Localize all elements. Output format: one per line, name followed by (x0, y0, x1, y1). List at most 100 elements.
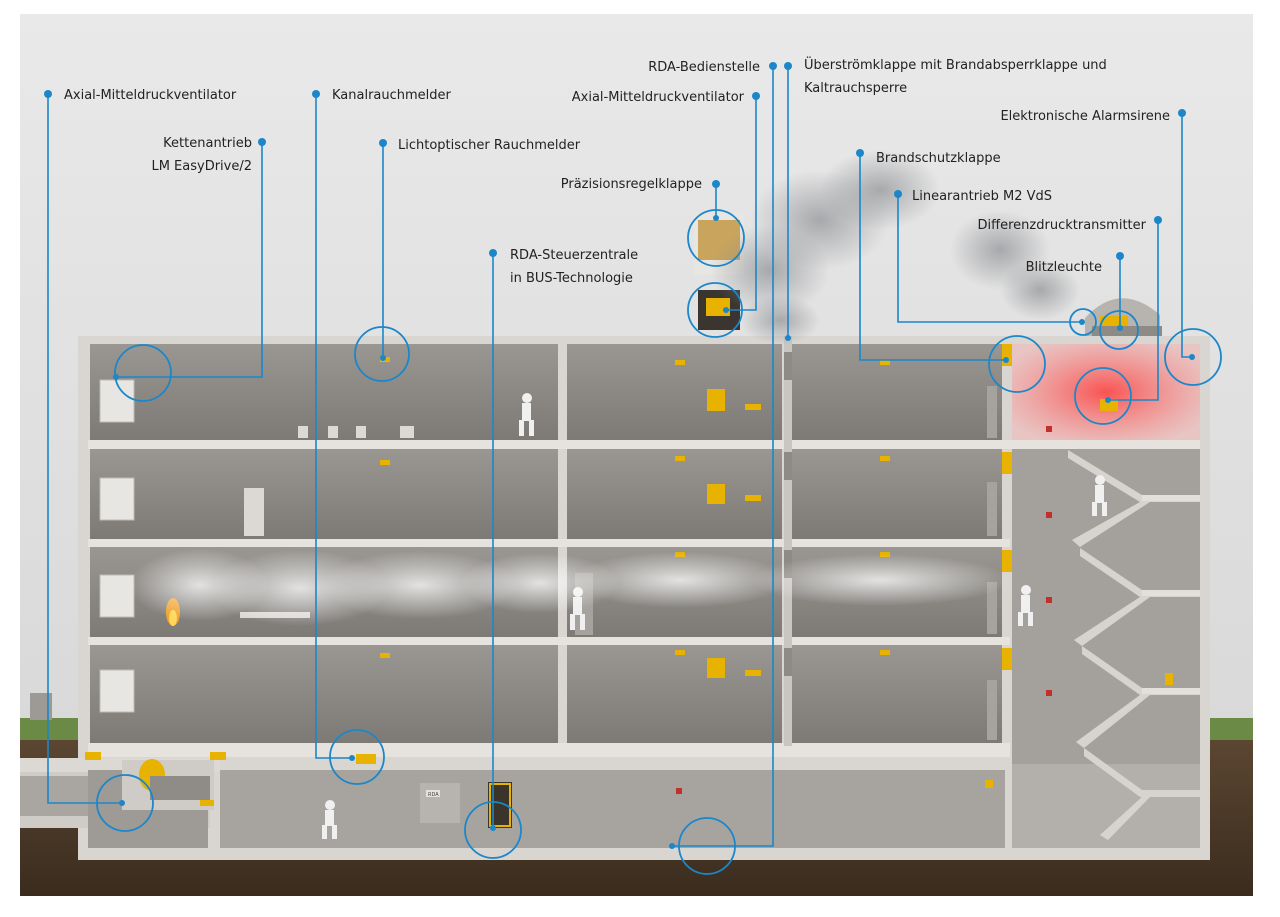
label-optical-detector: Lichtoptischer Rauchmelder (398, 134, 580, 157)
pressure-transmitter-icon[interactable] (1074, 367, 1132, 425)
rda-control-cabinet: RDA (420, 782, 512, 828)
fire-damper-icon[interactable] (988, 335, 1046, 393)
label-precision-damper-text: Präzisionsregelklappe (560, 177, 702, 192)
cabinet-label: RDA (428, 792, 439, 798)
alarm-siren-icon[interactable] (1164, 328, 1222, 386)
leader-end-duct-detector (349, 755, 355, 761)
leader-dot-siren (1178, 109, 1186, 117)
red-indicators (676, 426, 1052, 794)
label-control-unit-line2: in BUS-Technologie (510, 271, 633, 286)
label-pressure-transmitter-text: Differenzdrucktransmitter (977, 218, 1146, 233)
room-top-alarm (1012, 344, 1200, 440)
label-chain-drive-line2: LM EasyDrive/2 (151, 159, 252, 174)
leader-end-control-unit (490, 825, 496, 831)
leader-line-operator-panel (672, 66, 774, 847)
room-top-2 (567, 344, 782, 440)
callout-lines (47, 66, 1192, 847)
label-chain-drive: Kettenantrieb LM EasyDrive/2 (130, 132, 252, 178)
label-duct-detector: Kanalrauchmelder (332, 84, 451, 107)
leader-end-siren (1189, 354, 1195, 360)
label-precision-damper: Präzisionsregelklappe (530, 173, 702, 196)
leader-end-fire-damper (1003, 357, 1009, 363)
label-operator-panel-text: RDA-Bedienstelle (648, 60, 760, 75)
basement-fan (122, 759, 214, 810)
leader-dot-duct-detector (312, 90, 320, 98)
label-fan-top: Axial-Mitteldruckventilator (520, 86, 744, 109)
label-overflow-damper-line1: Überströmklappe mit Brandabsperrklappe u… (804, 58, 1107, 73)
axial-fan-icon[interactable] (96, 774, 154, 832)
duct-smoke-detector-icon[interactable] (329, 729, 385, 785)
label-fan-left-text: Axial-Mitteldruckventilator (64, 88, 237, 103)
control-cabinet-icon[interactable] (464, 801, 522, 859)
leader-line-fire-damper (859, 153, 1006, 361)
label-linear-drive-text: Linearantrieb M2 VdS (912, 189, 1053, 204)
smoke-plume (710, 150, 1080, 345)
leader-dot-fan-top (752, 92, 760, 100)
room-f1-2 (567, 645, 782, 743)
label-fan-left: Axial-Mitteldruckventilator (64, 84, 236, 107)
label-overflow-damper: Überströmklappe mit Brandabsperrklappe u… (804, 54, 1107, 100)
label-optical-detector-text: Lichtoptischer Rauchmelder (398, 138, 581, 153)
chain-drive-icon[interactable] (114, 344, 172, 402)
leader-line-siren (1181, 113, 1192, 358)
label-siren-text: Elektronische Alarmsirene (1000, 109, 1170, 124)
leader-dot-fire-damper (856, 149, 864, 157)
leader-line-chain-drive (116, 142, 263, 378)
room-f3-3 (792, 449, 1002, 539)
label-linear-drive: Linearantrieb M2 VdS (912, 185, 1052, 208)
leader-end-chain-drive (113, 374, 119, 380)
outdoor-intake-box (30, 693, 52, 720)
leader-line-linear-drive (897, 194, 1082, 323)
leader-dot-precision-damper (712, 180, 720, 188)
stair-flights (1068, 450, 1200, 840)
label-fire-damper: Brandschutzklappe (876, 147, 1001, 170)
room-top-1 (90, 344, 558, 440)
leader-line-fan-top (726, 96, 757, 311)
label-control-unit: RDA-Steuerzentrale in BUS-Technologie (510, 244, 638, 290)
linear-drive-icon[interactable] (1069, 308, 1097, 336)
room-basement-corridor (220, 770, 1005, 848)
flash-light-icon[interactable] (1099, 310, 1139, 350)
precision-damper-icon[interactable] (687, 209, 745, 267)
optical-smoke-detector-icon[interactable] (354, 326, 410, 382)
leader-end-flash-light (1117, 325, 1123, 331)
overflow-damper-shaft (784, 336, 792, 746)
leader-end-operator-panel (669, 843, 675, 849)
label-operator-panel: RDA-Bedienstelle (620, 56, 760, 79)
leader-dot-control-unit (489, 249, 497, 257)
leader-end-fan-left (119, 800, 125, 806)
room-f3-1 (90, 449, 558, 539)
room-f1-3 (792, 645, 1002, 743)
label-flash-light: Blitzleuchte (990, 256, 1102, 279)
floor-slabs (88, 440, 1200, 757)
callout-circles (96, 209, 1222, 875)
leader-dot-flash-light (1116, 252, 1124, 260)
leader-dot-optical-detector (379, 139, 387, 147)
windows (99, 379, 135, 713)
label-pressure-transmitter: Differenzdrucktransmitter (930, 214, 1146, 237)
leader-dot-chain-drive (258, 138, 266, 146)
leader-end-precision-damper (713, 215, 719, 221)
label-flash-light-text: Blitzleuchte (1025, 260, 1102, 275)
operator-panel-icon[interactable] (678, 817, 736, 875)
label-duct-detector-text: Kanalrauchmelder (332, 88, 451, 103)
axial-fan-icon[interactable] (687, 282, 743, 338)
leader-line-pressure-transmitter (1108, 220, 1159, 401)
leader-dot-fan-left (44, 90, 52, 98)
leader-end-optical-detector (380, 355, 386, 361)
label-control-unit-line1: RDA-Steuerzentrale (510, 248, 639, 263)
label-siren: Elektronische Alarmsirene (960, 105, 1170, 128)
leader-end-fan-top (723, 307, 729, 313)
leader-dot-linear-drive (894, 190, 902, 198)
room-f1-1 (90, 645, 558, 743)
smoke-floor (130, 549, 1010, 626)
label-fan-top-text: Axial-Mitteldruckventilator (571, 90, 744, 105)
leader-end-linear-drive (1079, 319, 1085, 325)
callout-dots (44, 62, 1195, 849)
room-top-3 (792, 344, 1002, 440)
label-chain-drive-line1: Kettenantrieb (163, 136, 252, 151)
leader-end-overflow-damper (785, 335, 791, 341)
leader-dot-operator-panel (769, 62, 777, 70)
